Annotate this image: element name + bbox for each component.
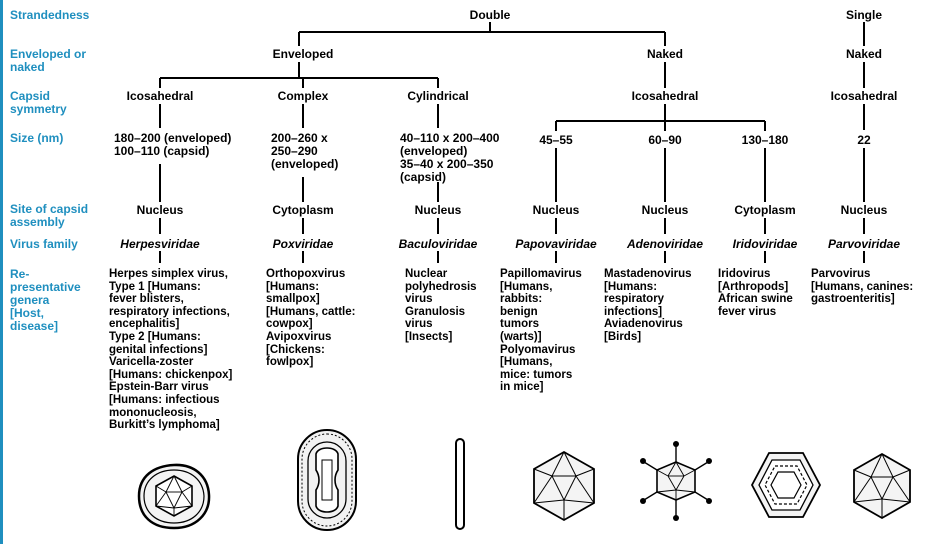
genera-papova: Papillomavirus [Humans, rabbits: benign … [500,268,582,394]
row-label-strandedness: Strandedness [10,8,90,22]
symmetry-herpes: Icosahedral [126,89,194,103]
hexagonal-virion-icon [750,452,822,518]
size-herpes: 180–200 (enveloped) 100–110 (capsid) [114,131,232,158]
symmetry-pox: Complex [277,89,329,103]
row-label-family: Virus family [10,237,78,251]
genera-adeno: Mastadenovirus [Humans: respiratory infe… [604,268,692,343]
node-single: Single [845,8,883,22]
site-parvo: Nucleus [840,203,888,217]
size-baculo: 40–110 x 200–400 (enveloped) 35–40 x 200… [400,131,500,184]
left-accent-bar [0,0,3,544]
family-baculo: Baculoviridae [398,237,478,251]
node-single-naked: Naked [845,47,883,61]
symmetry-parvo: Icosahedral [830,89,898,103]
node-enveloped: Enveloped [272,47,334,61]
site-irido: Cytoplasm [734,203,796,217]
small-icosahedral-virion-icon [853,452,911,520]
symmetry-baculo: Cylindrical [407,89,469,103]
row-label-capsid: Capsid symmetry [10,89,67,116]
genera-pox: Orthopoxvirus [Humans: smallpox] [Humans… [266,268,356,369]
enveloped-icosahedral-virion-icon [137,463,211,530]
genera-parvo: Parvovirus [Humans, canines: gastroenter… [811,268,914,306]
row-label-genera: Re- presentative genera [Host, disease] [10,267,81,333]
node-naked: Naked [646,47,684,61]
family-herpes: Herpesviridae [120,237,200,251]
adenovirus-virion-icon [640,441,712,521]
size-papova: 45–55 [539,133,573,147]
site-baculo: Nucleus [414,203,462,217]
symmetry-naked: Icosahedral [631,89,699,103]
family-adeno: Adenoviridae [626,237,704,251]
family-irido: Iridoviridae [732,237,798,251]
size-pox: 200–260 x 250–290 (enveloped) [271,131,339,171]
site-adeno: Nucleus [641,203,689,217]
family-papova: Papovaviridae [515,237,597,251]
row-label-size: Size (nm) [10,131,64,145]
row-label-site: Site of capsid assembly [10,202,89,229]
family-pox: Poxviridae [272,237,334,251]
size-parvo: 22 [857,133,871,147]
row-label-enveloped: Enveloped or naked [10,47,87,74]
icosahedral-virion-icon [533,450,595,522]
genera-irido: Iridovirus [Arthropods] African swine fe… [718,268,793,318]
rod-virion-icon [455,438,465,530]
site-pox: Cytoplasm [272,203,334,217]
family-parvo: Parvoviridae [827,237,901,251]
genera-baculo: Nuclear polyhedrosis virus Granulosis vi… [405,268,477,343]
node-double: Double [469,8,511,22]
size-adeno: 60–90 [648,133,682,147]
genera-herpes: Herpes simplex virus, Type 1 [Humans: fe… [109,268,233,432]
size-irido: 130–180 [741,133,789,147]
site-papova: Nucleus [532,203,580,217]
poxvirus-virion-icon [297,429,357,531]
site-herpes: Nucleus [136,203,184,217]
